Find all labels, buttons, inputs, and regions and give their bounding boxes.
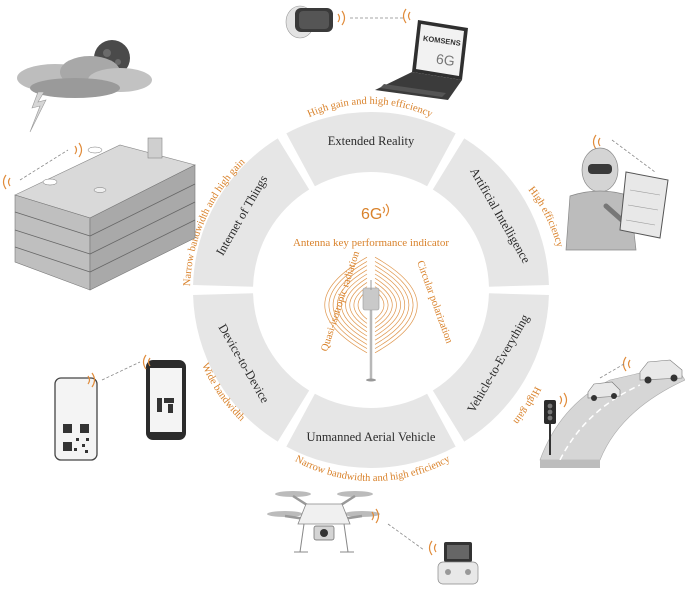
circular-polarization-label: Circular polarization xyxy=(414,259,454,345)
segment-label-extended-reality: Extended Reality xyxy=(328,134,415,148)
robot-icon xyxy=(566,135,668,250)
segment-label-unmanned-aerial-vehicle: Unmanned Aerial Vehicle xyxy=(307,430,436,444)
laptop-6g-badge: 6G xyxy=(435,51,456,69)
vr-headset-icon xyxy=(286,6,345,38)
drone-icon xyxy=(267,491,380,552)
center-title: 6G xyxy=(361,206,382,223)
center-panel: 6G Antenna key performance indicator xyxy=(293,204,449,249)
remote-controller-icon xyxy=(430,541,479,584)
segment-extended-reality xyxy=(286,112,455,186)
storm-cloud-icon xyxy=(17,40,152,132)
center-subtitle: Antenna key performance indicator xyxy=(293,237,449,249)
smartphone-icon xyxy=(55,355,186,460)
road-scene xyxy=(540,357,685,468)
signal-icon xyxy=(383,204,389,216)
link-drone-remote xyxy=(388,524,424,550)
radiation-wave xyxy=(375,261,413,348)
parking-garage-icon xyxy=(4,138,196,290)
laptop-icon: KOMSENS 6G xyxy=(375,9,468,100)
